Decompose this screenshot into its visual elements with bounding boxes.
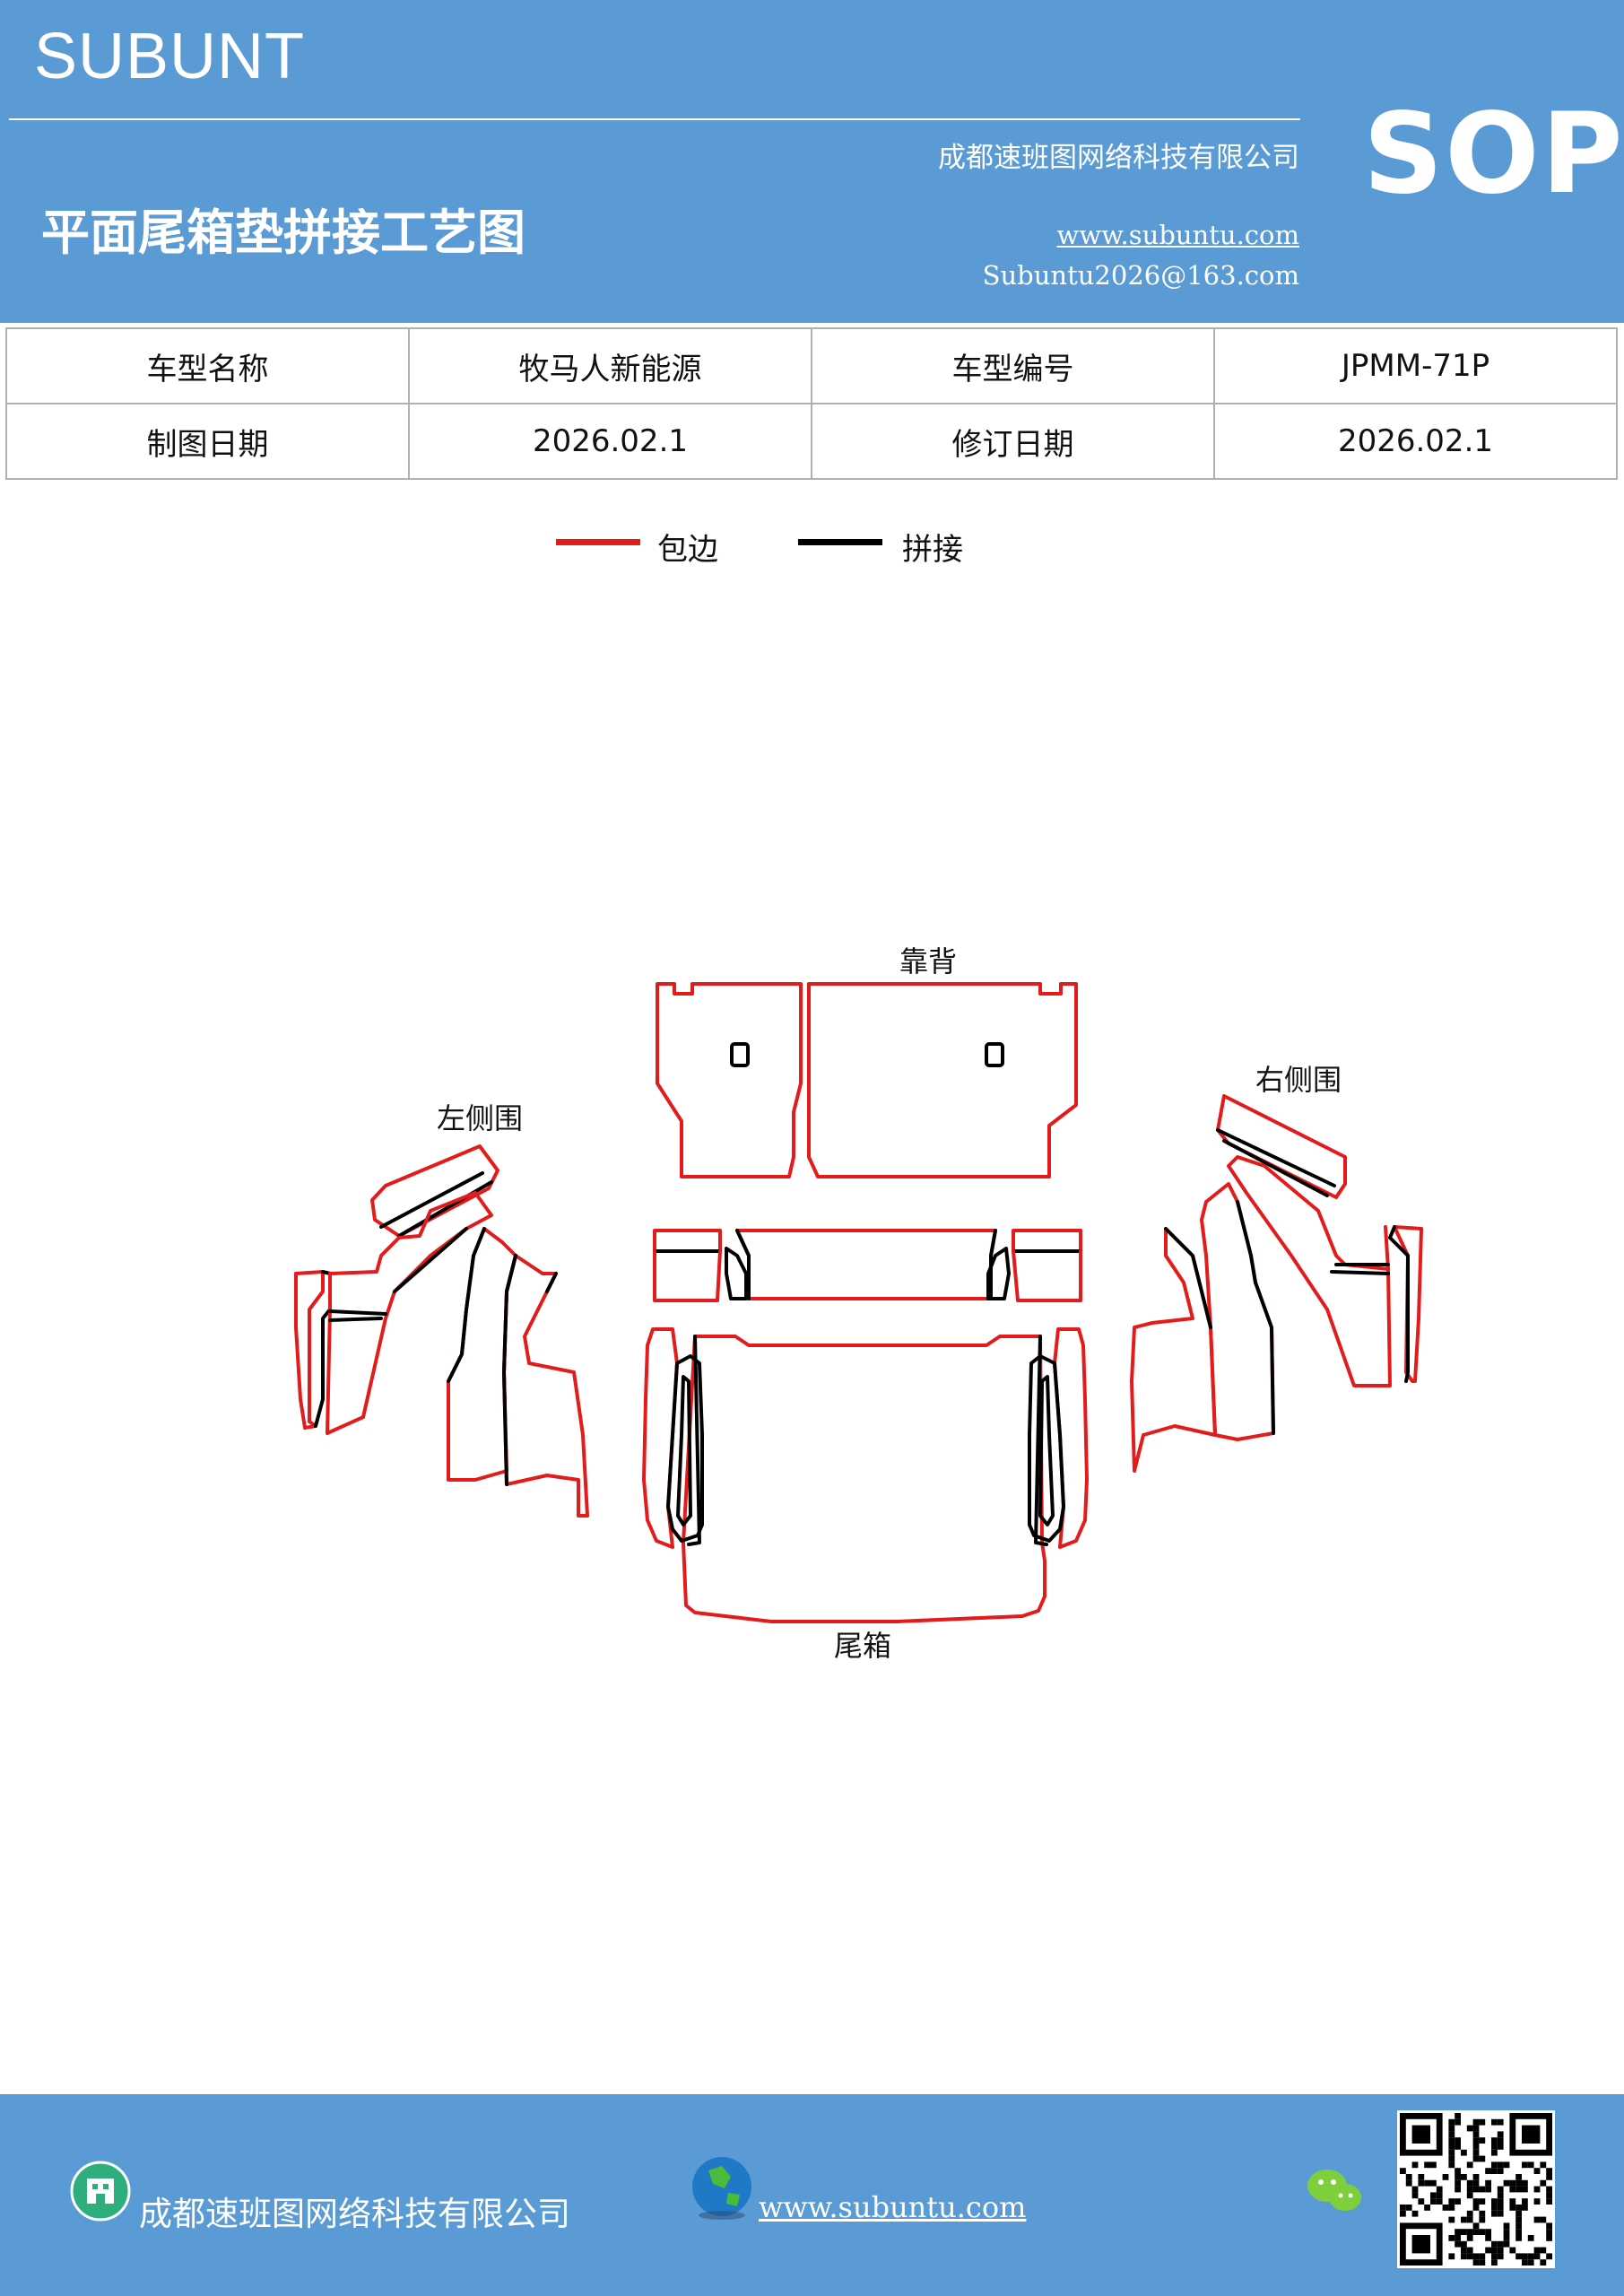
qr-code <box>1397 2110 1555 2268</box>
backrest-group: 靠背 <box>656 944 1078 1178</box>
trunk-floor-right-seam <box>1034 1335 1048 1546</box>
header-divider <box>9 118 1300 120</box>
left-side-lower-seam <box>328 1227 468 1322</box>
draw-date-label: 制图日期 <box>5 403 410 480</box>
left-side-outer-strip <box>294 1270 325 1430</box>
middle-left-bottom-piece <box>653 1249 722 1302</box>
sop-badge: SOP <box>1363 90 1624 219</box>
footer-icons <box>70 2157 1361 2222</box>
mat-splice-diagram: 靠背 尾箱 <box>294 944 1423 1663</box>
left-side-upper-seam <box>379 1171 493 1238</box>
trunk-left-rail-detail <box>676 1375 692 1526</box>
trunk-label: 尾箱 <box>834 1629 891 1663</box>
backrest-right-panel <box>807 982 1078 1178</box>
model-name-value: 牧马人新能源 <box>408 327 812 404</box>
footer-banner: 成都速班图网络科技有限公司 www.subuntu.com <box>0 2094 1624 2296</box>
trunk-left-rail-outer <box>642 1327 679 1549</box>
header-website-link[interactable]: www.subuntu.com <box>1056 220 1299 250</box>
middle-left-top-piece <box>653 1229 722 1253</box>
wechat-icon <box>1307 2170 1361 2211</box>
middle-center-seam <box>735 1229 997 1300</box>
left-side-group: 左侧围 <box>294 1101 589 1518</box>
seam-legend-swatch <box>798 539 882 545</box>
backrest-right-hole <box>985 1042 1004 1067</box>
footer-company: 成都速班图网络科技有限公司 <box>139 2195 570 2233</box>
model-code-value: JPMM-71P <box>1213 327 1618 404</box>
middle-right-bottom-piece <box>1012 1249 1082 1302</box>
seam-legend-label: 拼接 <box>902 532 963 568</box>
table-row: 车型名称 牧马人新能源 车型编号 JPMM-71P <box>5 327 1618 404</box>
left-side-lower-piece <box>326 1191 493 1435</box>
right-side-lower-piece <box>1227 1155 1392 1387</box>
trunk-group: 尾箱 <box>642 1327 1089 1663</box>
right-side-rear-piece <box>1130 1227 1217 1473</box>
middle-strip-group <box>653 1229 1082 1302</box>
right-side-lower-seam <box>1330 1263 1390 1275</box>
backrest-left-panel <box>656 982 803 1178</box>
revise-date-value: 2026.02.1 <box>1213 403 1618 480</box>
model-name-label: 车型名称 <box>5 327 410 404</box>
document-title: 平面尾箱垫拼接工艺图 <box>41 204 525 261</box>
draw-date-value: 2026.02.1 <box>408 403 812 480</box>
backrest-label: 靠背 <box>899 944 957 978</box>
brand-name: SUBUNT <box>34 21 306 92</box>
header-email: Subuntu2026@163.com <box>982 260 1299 291</box>
right-side-group: 右侧围 <box>1130 1063 1423 1473</box>
right-side-label: 右侧围 <box>1255 1063 1342 1097</box>
trunk-right-rail-inner <box>1028 1354 1065 1543</box>
table-row: 制图日期 2026.02.1 修订日期 2026.02.1 <box>5 403 1618 480</box>
backrest-left-hole <box>730 1042 750 1067</box>
edge-legend-label: 包边 <box>657 532 718 568</box>
edge-legend-swatch <box>556 539 640 545</box>
left-side-rear-piece <box>502 1254 589 1518</box>
right-side-upper-seam <box>1216 1128 1336 1197</box>
middle-left-connector <box>725 1247 748 1300</box>
trunk-right-rail-outer <box>1053 1327 1089 1549</box>
trunk-left-rail-inner <box>666 1354 704 1543</box>
globe-icon <box>692 2157 751 2220</box>
header-banner: SUBUNT 成都速班图网络科技有限公司 平面尾箱垫拼接工艺图 www.subu… <box>0 0 1624 323</box>
left-side-label: 左侧围 <box>437 1101 523 1135</box>
trunk-right-rail-detail <box>1038 1375 1055 1526</box>
right-side-wheel-seam <box>1236 1200 1275 1435</box>
model-code-label: 车型编号 <box>811 327 1215 404</box>
revise-date-label: 修订日期 <box>811 403 1215 480</box>
left-side-rear-seam <box>502 1254 558 1486</box>
trunk-floor-panel <box>682 1335 1046 1623</box>
right-side-strip-seam <box>1388 1225 1410 1383</box>
middle-right-top-piece <box>1012 1229 1082 1253</box>
trunk-floor-left-seam <box>687 1335 701 1546</box>
middle-center-piece <box>735 1229 997 1300</box>
footer-website-link[interactable]: www.subuntu.com <box>759 2190 1027 2224</box>
right-side-rear-seam <box>1164 1227 1212 1329</box>
building-icon <box>70 2161 131 2222</box>
header-company: 成都速班图网络科技有限公司 <box>938 142 1299 174</box>
model-info-table: 车型名称 牧马人新能源 车型编号 JPMM-71P 制图日期 2026.02.1… <box>5 327 1618 480</box>
qr-code-image <box>1400 2113 1552 2266</box>
legend: 包边 拼接 <box>0 525 1624 570</box>
middle-right-connector <box>986 1247 1011 1300</box>
